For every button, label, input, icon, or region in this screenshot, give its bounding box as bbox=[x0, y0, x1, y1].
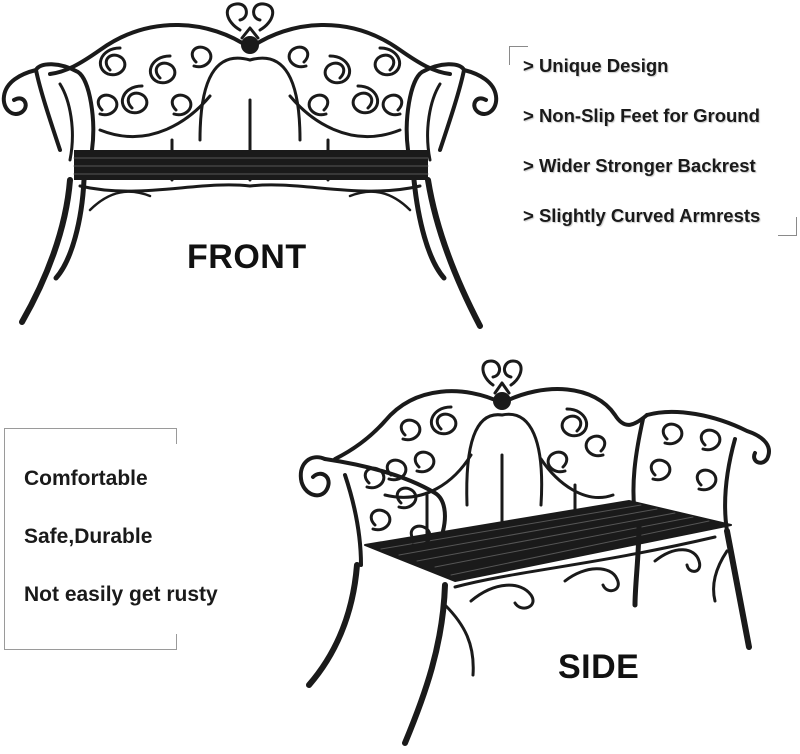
feature-item-wider-backrest: > Wider Stronger Backrest bbox=[523, 155, 756, 176]
frame-line-left bbox=[4, 428, 5, 650]
frame-tick-top-right bbox=[176, 428, 177, 444]
benefit-callout-box: Comfortable Safe,Durable Not easily get … bbox=[4, 428, 254, 650]
front-view-label: FRONT bbox=[187, 238, 307, 276]
side-view-bench-image bbox=[295, 355, 775, 750]
feature-item-non-slip-feet: > Non-Slip Feet for Ground bbox=[523, 105, 760, 126]
feature-callout-box: > Unique Design > Non-Slip Feet for Grou… bbox=[509, 46, 799, 238]
frame-line-top bbox=[4, 428, 176, 429]
benefit-list: Comfortable Safe,Durable Not easily get … bbox=[24, 466, 218, 640]
feature-item-unique-design: > Unique Design bbox=[523, 55, 669, 76]
benefit-item-comfortable: Comfortable bbox=[24, 467, 148, 490]
feature-list: > Unique Design > Non-Slip Feet for Grou… bbox=[523, 54, 760, 254]
frame-line-bottom bbox=[4, 649, 176, 650]
frame-corner-top-left bbox=[509, 46, 528, 65]
front-view-bench-image bbox=[0, 0, 500, 335]
benefit-item-safe-durable: Safe,Durable bbox=[24, 525, 153, 548]
frame-corner-bottom-right bbox=[778, 217, 797, 236]
benefit-item-rust-resistant: Not easily get rusty bbox=[24, 583, 218, 606]
feature-item-curved-armrests: > Slightly Curved Armrests bbox=[523, 205, 761, 226]
side-view-label: SIDE bbox=[558, 648, 640, 686]
frame-tick-bottom-right bbox=[176, 634, 177, 650]
